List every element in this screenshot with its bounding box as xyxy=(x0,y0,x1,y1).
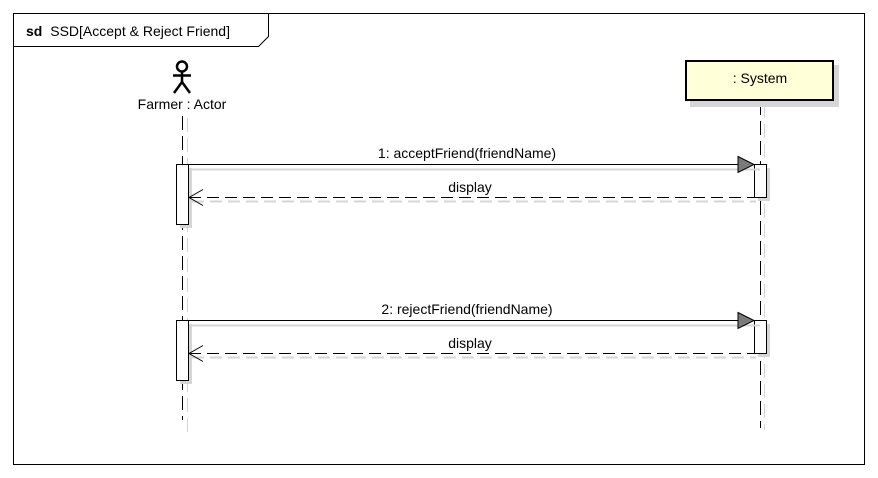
message-1-label: 1: acceptFriend(friendName) xyxy=(378,145,556,161)
open-arrowhead-icon xyxy=(187,345,204,362)
filled-triangle-arrowhead-icon xyxy=(737,311,756,330)
frame-keyword: sd xyxy=(26,23,42,39)
farmer-activation-1 xyxy=(176,164,189,225)
reply-2-label: display xyxy=(448,335,492,351)
system-activation-1 xyxy=(754,164,767,198)
open-arrowhead-icon xyxy=(187,189,204,206)
farmer-actor-label: Farmer : Actor xyxy=(138,96,227,112)
frame-label: sd SSD[Accept & Reject Friend] xyxy=(26,23,230,39)
system-object-box[interactable] xyxy=(685,60,834,101)
reply-1-label: display xyxy=(448,179,492,195)
frame-name: SSD[Accept & Reject Friend] xyxy=(50,23,230,39)
stick-figure-icon xyxy=(172,60,192,94)
system-activation-2 xyxy=(754,320,767,354)
system-object-label: : System xyxy=(733,70,787,86)
frame-tab xyxy=(13,13,269,47)
message-2-label: 2: rejectFriend(friendName) xyxy=(381,301,552,317)
filled-triangle-arrowhead-icon xyxy=(737,155,756,174)
farmer-activation-2 xyxy=(176,320,189,381)
